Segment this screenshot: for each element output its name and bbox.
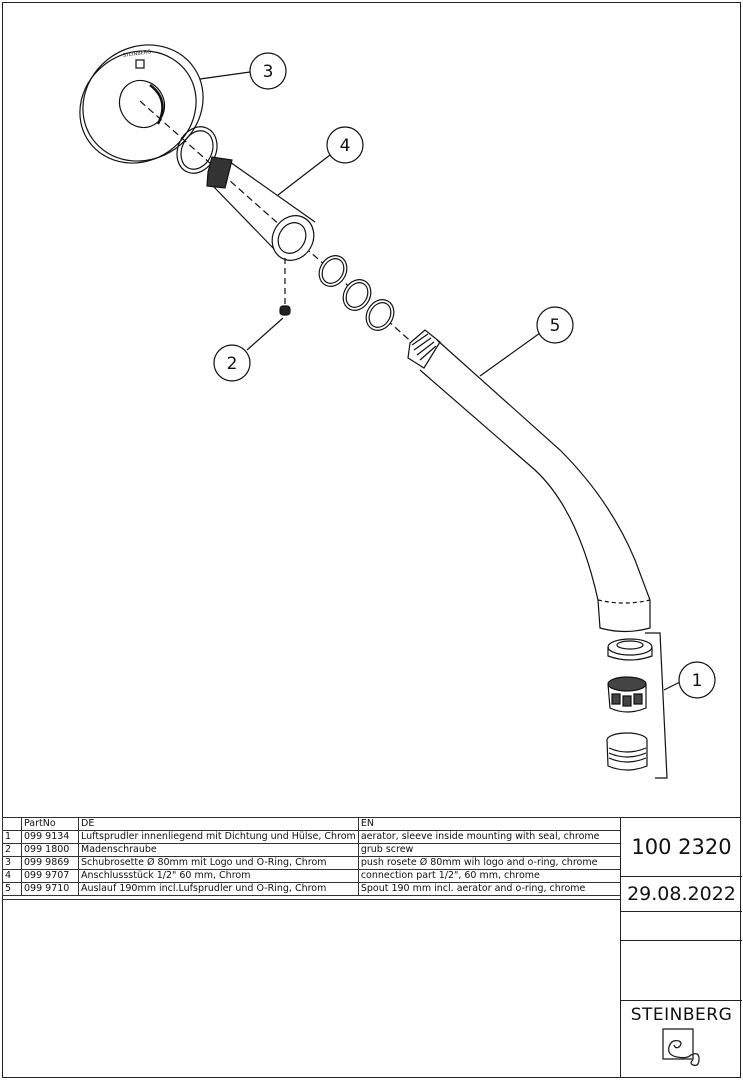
header-de: DE bbox=[78, 817, 359, 831]
cell-pos: 1 bbox=[2, 830, 22, 844]
cell-en: Spout 190 mm incl. aerator and o-ring, c… bbox=[357, 882, 622, 896]
table-row: 1 099 9134 Luftsprudler innenliegend mit… bbox=[2, 830, 622, 844]
cell-en: connection part 1/2", 60 mm, chrome bbox=[357, 869, 622, 883]
brand-name: STEINBERG bbox=[630, 1005, 733, 1025]
table-row: 5 099 9710 Auslauf 190mm incl.Lufsprudle… bbox=[2, 882, 622, 896]
cell-partno: 099 9710 bbox=[21, 882, 79, 896]
balloon-3: 3 bbox=[249, 52, 287, 90]
svg-text:4: 4 bbox=[340, 136, 351, 156]
cell-de: Luftsprudler innenliegend mit Dichtung u… bbox=[78, 830, 359, 844]
grub-screw-part bbox=[279, 305, 291, 316]
balloon-1: 1 bbox=[678, 661, 716, 699]
steinberg-logo-icon bbox=[661, 1028, 700, 1067]
cell-en: grub screw bbox=[357, 843, 622, 857]
svg-text:1: 1 bbox=[692, 671, 703, 691]
table-row: 3 099 9869 Schubrosette Ø 80mm mit Logo … bbox=[2, 856, 622, 870]
cell-de: Anschlussstück 1/2" 60 mm, Chrom bbox=[78, 869, 359, 883]
aerator-part bbox=[606, 638, 653, 771]
header-partno: PartNo bbox=[21, 817, 79, 831]
balloon-4: 4 bbox=[326, 126, 364, 164]
table-row: 2 099 1800 Madenschraube grub screw bbox=[2, 843, 622, 857]
cell-pos: 3 bbox=[2, 856, 22, 870]
balloon-2: 2 bbox=[213, 344, 251, 382]
connection-part bbox=[206, 156, 316, 261]
drawing-date: 29.08.2022 bbox=[621, 877, 742, 912]
brand-logo: STEINBERG bbox=[621, 1001, 742, 1078]
cell-partno: 099 9134 bbox=[21, 830, 79, 844]
rosette-logo-text: STEINBERG bbox=[122, 49, 151, 59]
svg-text:2: 2 bbox=[227, 354, 238, 374]
title-block: 100 2320 29.08.2022 STEINBERG bbox=[620, 817, 742, 1078]
blank-cell bbox=[621, 912, 742, 941]
header-pos bbox=[2, 817, 22, 831]
article-number: 100 2320 bbox=[621, 817, 742, 877]
cell-en: push rosete Ø 80mm wih logo and o-ring, … bbox=[357, 856, 622, 870]
spout-part bbox=[407, 329, 651, 633]
table-header-row: PartNo DE EN bbox=[2, 817, 622, 831]
cell-de: Schubrosette Ø 80mm mit Logo und O-Ring,… bbox=[78, 856, 359, 870]
cell-pos: 5 bbox=[2, 882, 22, 896]
table-bottom-divider bbox=[2, 899, 620, 900]
cell-partno: 099 9869 bbox=[21, 856, 79, 870]
rosette-part: STEINBERG bbox=[79, 44, 204, 164]
svg-text:5: 5 bbox=[550, 316, 561, 336]
parts-table: PartNo DE EN 1 099 9134 Luftsprudler inn… bbox=[2, 817, 622, 896]
header-en: EN bbox=[357, 817, 622, 831]
cell-de: Auslauf 190mm incl.Lufsprudler und O-Rin… bbox=[78, 882, 359, 896]
cell-pos: 2 bbox=[2, 843, 22, 857]
cell-partno: 099 9707 bbox=[21, 869, 79, 883]
exploded-view-drawing: STEINBERG bbox=[79, 44, 716, 779]
blank-cell bbox=[621, 941, 742, 1001]
cell-en: aerator, sleeve inside mounting with sea… bbox=[357, 830, 622, 844]
balloon-5: 5 bbox=[536, 306, 574, 344]
table-row: 4 099 9707 Anschlussstück 1/2" 60 mm, Ch… bbox=[2, 869, 622, 883]
cell-partno: 099 1800 bbox=[21, 843, 79, 857]
o-rings bbox=[318, 255, 395, 331]
svg-text:3: 3 bbox=[263, 62, 274, 82]
cell-pos: 4 bbox=[2, 869, 22, 883]
cell-de: Madenschraube bbox=[78, 843, 359, 857]
